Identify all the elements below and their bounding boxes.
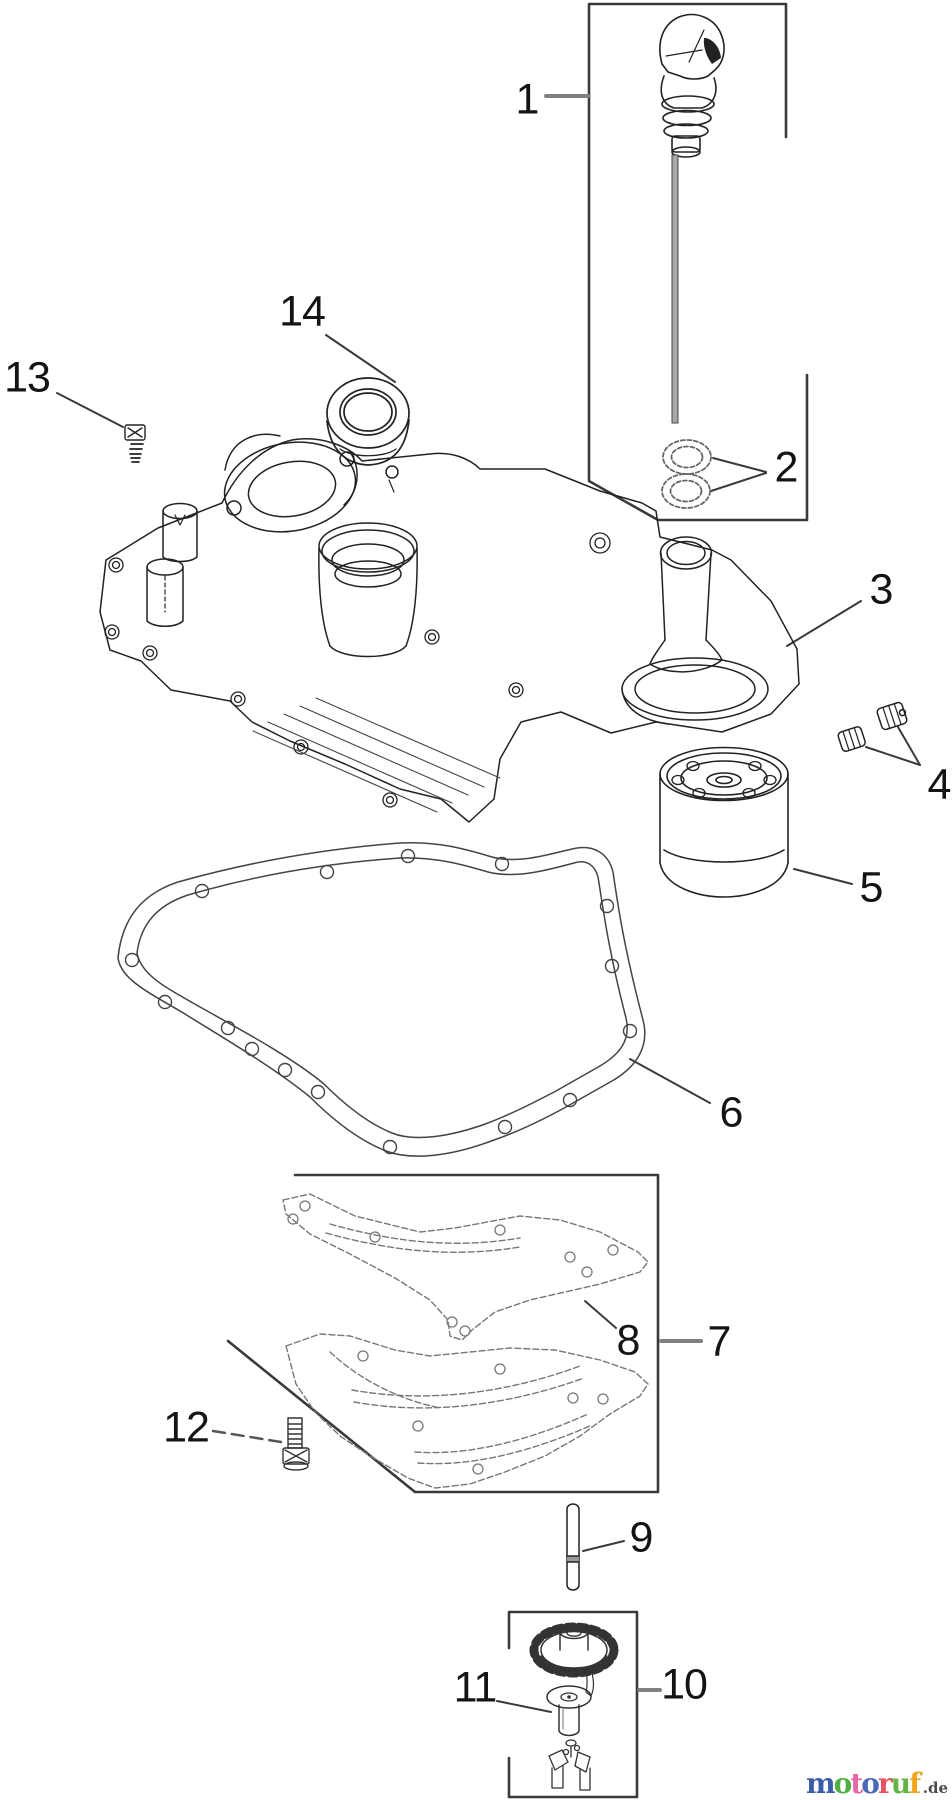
callout-14: 14: [279, 287, 326, 336]
logo-letter: f: [909, 1767, 921, 1800]
callout-9: 9: [629, 1513, 654, 1562]
box-parts-1-2: [587, 2, 809, 522]
leader-3: [786, 600, 862, 647]
logo-letter: m: [805, 1767, 836, 1800]
callout-12: 12: [163, 1403, 210, 1452]
logo-letter: t: [850, 1767, 863, 1800]
callout-13: 13: [4, 353, 51, 402]
box-part-7: [226, 1173, 660, 1494]
leader-6: [629, 1058, 711, 1104]
screw-12-drawing: [282, 1417, 310, 1471]
leader-lines: [56, 94, 921, 1713]
leader-2a: [712, 457, 767, 473]
callout-3: 3: [869, 565, 894, 614]
motoruf-logo[interactable]: motorufʹ.de: [806, 1770, 948, 1798]
box-part-10: [507, 1610, 639, 1799]
gasket-drawing: [117, 841, 646, 1157]
motoruf-logo-word: motoruf: [805, 1767, 921, 1800]
leader-8: [584, 1300, 617, 1329]
callout-10: 10: [661, 1660, 708, 1709]
leader-9: [582, 1540, 625, 1552]
logo-letter: o: [833, 1767, 853, 1800]
callout-11: 11: [453, 1663, 498, 1712]
leader-5: [793, 868, 853, 885]
callout-boxes: [226, 2, 809, 1799]
logo-letter: o: [861, 1767, 880, 1800]
dipstick-drawing: [659, 13, 725, 424]
callout-7: 7: [707, 1317, 732, 1366]
callout-2: 2: [774, 443, 799, 492]
motoruf-logo-suffix: .de: [922, 1779, 948, 1797]
leader-4a: [865, 746, 921, 766]
crankcase-cover-drawing: [99, 433, 800, 823]
leader-4b: [897, 726, 921, 766]
callout-1: 1: [515, 75, 540, 124]
callout-4: 4: [927, 760, 952, 809]
leader-12: [211, 1429, 283, 1444]
plugs-drawing: [837, 701, 908, 752]
callout-6: 6: [719, 1088, 744, 1137]
logo-letter: u: [890, 1767, 911, 1800]
callout-8: 8: [616, 1316, 641, 1365]
motoruf-logo-tick: ʹ: [919, 1771, 923, 1786]
screw-13-drawing: [124, 424, 146, 463]
baffle-plates-drawing: [282, 1193, 649, 1489]
callout-5: 5: [859, 863, 884, 912]
oil-seal-drawing: [326, 377, 410, 466]
pin-drawing: [566, 1503, 580, 1591]
dipstick-rod: [671, 154, 679, 424]
leader-13: [56, 392, 124, 428]
o-rings-drawing: [661, 439, 712, 509]
leader-11: [496, 1700, 552, 1713]
leader-14: [325, 334, 396, 383]
governor-gear-drawing: [529, 1622, 619, 1791]
leader-2b: [710, 472, 767, 492]
logo-letter: r: [877, 1767, 893, 1800]
oil-filter-drawing: [659, 746, 789, 898]
